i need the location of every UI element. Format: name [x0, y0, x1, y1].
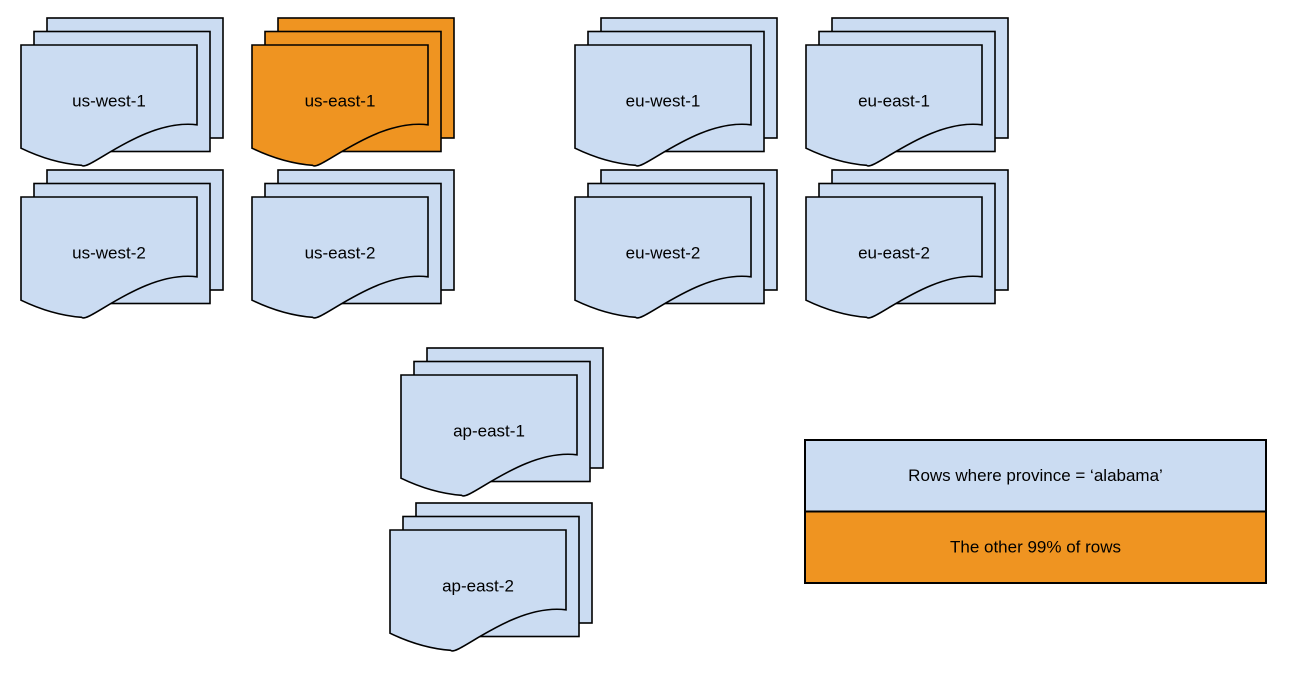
region-stack-label: eu-west-2 [626, 243, 701, 262]
stack-layer-front [400, 374, 578, 497]
region-stacks-group: us-west-1 us-east-1 eu-west-1 eu-east-1 us-w… [20, 17, 1009, 652]
stack-layer-front [389, 529, 567, 652]
stack-layer-front [805, 196, 983, 319]
region-stack-eu-west-2[interactable]: eu-west-2 [574, 169, 778, 319]
legend-label: Rows where province = ‘alabama’ [908, 466, 1163, 485]
legend-row-alabama: Rows where province = ‘alabama’ [804, 439, 1267, 513]
region-stack-label: eu-east-2 [858, 243, 930, 262]
region-stack-eu-east-2[interactable]: eu-east-2 [805, 169, 1009, 319]
region-stack-ap-east-1[interactable]: ap-east-1 [400, 347, 604, 497]
region-stack-label: us-west-2 [72, 243, 146, 262]
region-stack-label: ap-east-1 [453, 421, 525, 440]
stack-layer-front [574, 44, 752, 167]
stack-layer-front [20, 44, 198, 167]
region-stack-ap-east-2[interactable]: ap-east-2 [389, 502, 593, 652]
legend-swatch [804, 439, 1267, 513]
region-stack-label: eu-west-1 [626, 91, 701, 110]
legend: Rows where province = ‘alabama’ The other… [804, 439, 1267, 584]
region-stack-us-east-1[interactable]: us-east-1 [251, 17, 455, 167]
region-stack-us-east-2[interactable]: us-east-2 [251, 169, 455, 319]
legend-label: The other 99% of rows [950, 538, 1121, 557]
region-stack-eu-west-1[interactable]: eu-west-1 [574, 17, 778, 167]
region-stack-label: us-east-2 [305, 243, 376, 262]
region-stack-us-west-2[interactable]: us-west-2 [20, 169, 224, 319]
region-stack-label: us-east-1 [305, 91, 376, 110]
stack-layer-front [251, 44, 429, 167]
region-stack-label: ap-east-2 [442, 576, 514, 595]
stack-layer-front [574, 196, 752, 319]
region-stack-label: us-west-1 [72, 91, 146, 110]
region-stack-us-west-1[interactable]: us-west-1 [20, 17, 224, 167]
stack-layer-front [251, 196, 429, 319]
region-stack-eu-east-1[interactable]: eu-east-1 [805, 17, 1009, 167]
stack-layer-front [20, 196, 198, 319]
region-stack-label: eu-east-1 [858, 91, 930, 110]
stack-layer-front [805, 44, 983, 167]
legend-swatch [804, 510, 1267, 584]
legend-row-other: The other 99% of rows [804, 510, 1267, 584]
